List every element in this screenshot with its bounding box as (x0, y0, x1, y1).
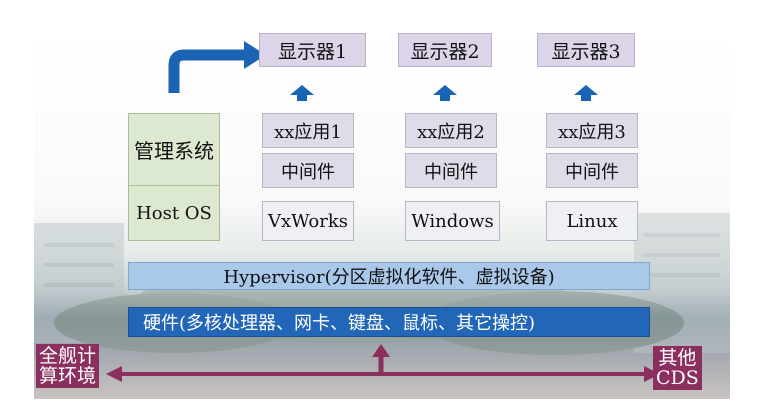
app-1: xx应用1 (262, 113, 354, 148)
guest-os-windows: Windows (405, 201, 500, 241)
guest-os-linux: Linux (546, 201, 638, 241)
up-arrow-1 (290, 85, 314, 101)
hardware-link-arrow (372, 344, 390, 357)
right-label-other-cds: 其他 CDS (653, 346, 702, 390)
display-3: 显示器3 (537, 33, 635, 67)
app-3: xx应用3 (546, 113, 638, 148)
app-2: xx应用2 (405, 113, 497, 148)
management-arrow-head (244, 41, 266, 69)
guest-os-vxworks: VxWorks (262, 201, 354, 241)
management-to-display-arrow (168, 49, 246, 93)
hardware-bar: 硬件(多核处理器、网卡、键盘、鼠标、其它操控) (128, 307, 650, 337)
up-arrow-3 (574, 85, 598, 101)
diagram-canvas: 显示器1 显示器2 显示器3 xx应用1 xx应用2 xx应用3 中间件 中间件… (34, 33, 730, 399)
display-1: 显示器1 (259, 33, 366, 67)
up-arrow-2 (433, 85, 457, 101)
host-os: Host OS (128, 185, 220, 241)
middleware-2: 中间件 (405, 153, 497, 188)
display-2: 显示器2 (398, 33, 492, 67)
middleware-1: 中间件 (262, 153, 354, 188)
management-system: 管理系统 (128, 113, 220, 186)
right-arrow-head (644, 366, 660, 382)
middleware-3: 中间件 (546, 153, 638, 188)
connector-layer (106, 41, 660, 382)
hypervisor-bar: Hypervisor(分区虚拟化软件、虚拟设备) (128, 262, 650, 290)
left-label-fleet-computing: 全舰计 算环境 (36, 344, 100, 388)
left-arrow-head (106, 366, 122, 382)
